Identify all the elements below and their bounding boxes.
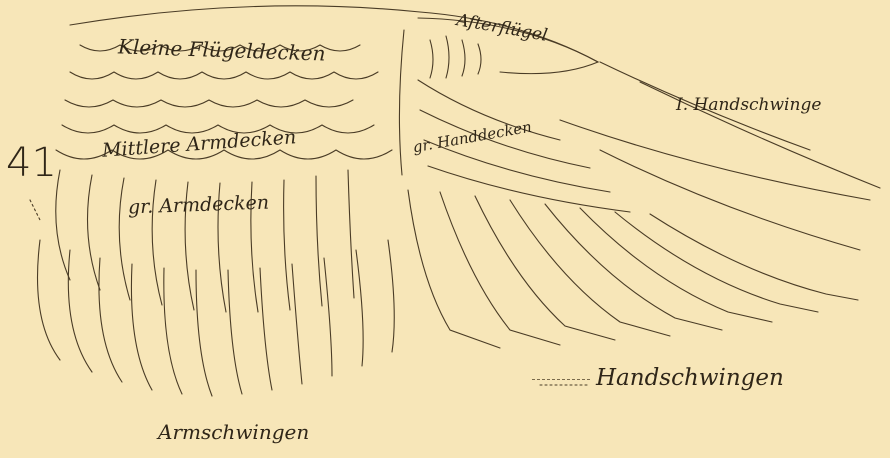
- label-handschwingen: Handschwingen: [532, 365, 784, 391]
- label-armschwingen: Armschwingen: [158, 420, 309, 444]
- label-handschwingen-text: Handschwingen: [596, 365, 784, 391]
- secondaries: [38, 240, 395, 396]
- greater-arm-coverts: [56, 170, 354, 312]
- figure-number: 41: [6, 140, 57, 186]
- label-erste-handschwinge: I. Handschwinge: [676, 95, 821, 115]
- leader-line: [532, 379, 590, 380]
